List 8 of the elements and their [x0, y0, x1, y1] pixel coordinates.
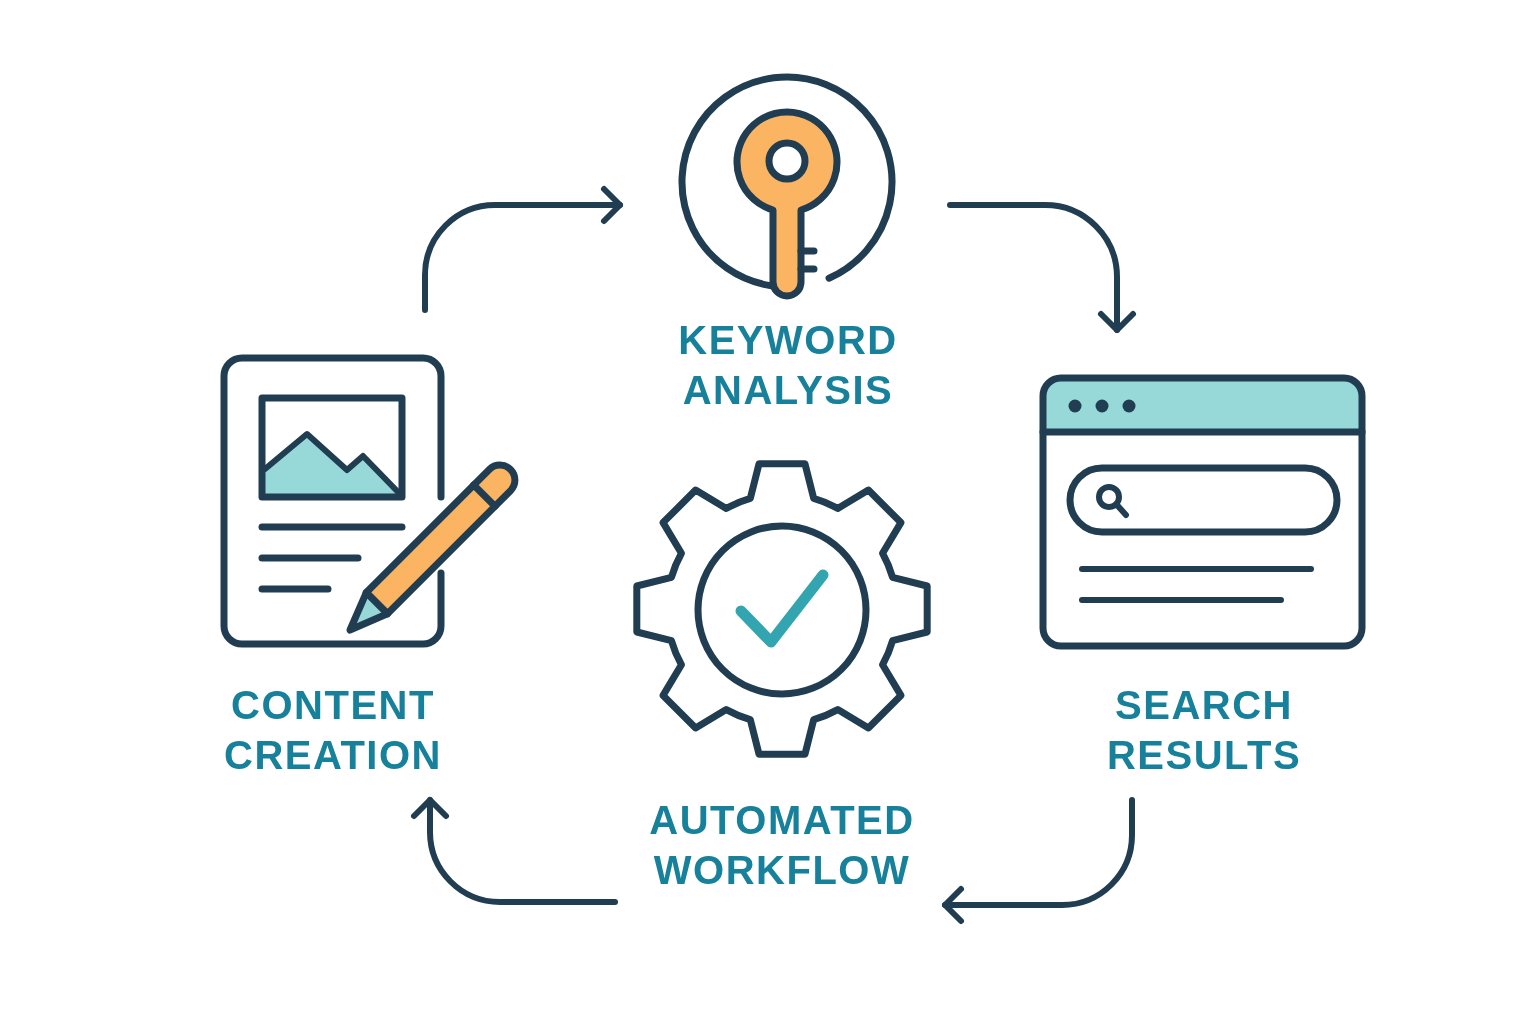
arrow: [411, 797, 618, 905]
arrow: [942, 797, 1135, 924]
step-label: SEARCH RESULTS: [1106, 682, 1302, 779]
arrow: [947, 202, 1136, 333]
step-label: CONTENT CREATION: [224, 682, 442, 779]
arrow: [422, 186, 623, 313]
step-label: AUTOMATED WORKFLOW: [649, 797, 915, 894]
step-label: KEYWORD ANALYSIS: [678, 317, 898, 414]
